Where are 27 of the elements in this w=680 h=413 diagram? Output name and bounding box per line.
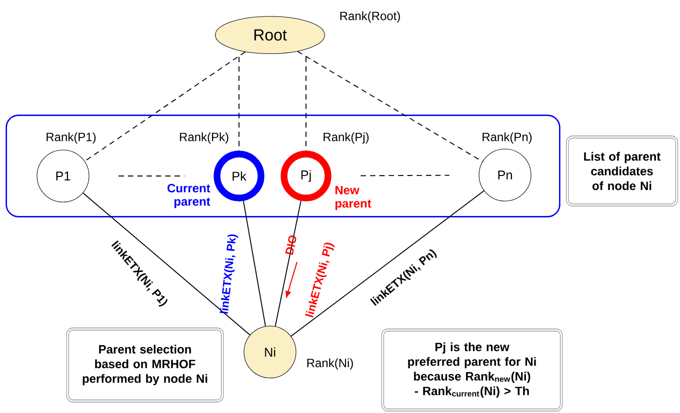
note-box: Parent selection based on MRHOF performed by node Ni bbox=[66, 328, 224, 402]
edge-label: linkETX(Ni, Pk) bbox=[220, 234, 238, 314]
rank-label: Rank(Pk) bbox=[180, 132, 228, 144]
connector bbox=[82, 192, 250, 336]
node-caption: Current parent bbox=[168, 184, 210, 208]
rank-label: Rank(Pn) bbox=[482, 132, 532, 144]
circle-node: P1 bbox=[36, 150, 90, 202]
note-box: List of parent candidates of node Ni bbox=[566, 136, 678, 206]
circle-node: Ni bbox=[244, 326, 296, 378]
ring-node: Pk bbox=[214, 150, 264, 202]
connector bbox=[290, 190, 484, 337]
rank-label: Rank(Pj) bbox=[324, 132, 369, 144]
node-caption: New parent bbox=[335, 186, 372, 210]
rank-label: Rank(Ni) bbox=[307, 358, 353, 370]
group-band bbox=[6, 114, 560, 218]
connector bbox=[274, 200, 302, 327]
note-box: Pj is the new preferred parent for Ni because Rank$_{new}$(Ni) - Rank$_{current}$(Ni) > Th bbox=[381, 328, 563, 412]
circle-node: Pn bbox=[478, 148, 532, 202]
arrow-label: DIO bbox=[285, 235, 296, 255]
rank-label: Rank(P1) bbox=[46, 132, 96, 144]
rank-label: Rank(Root) bbox=[340, 11, 400, 23]
connector bbox=[297, 50, 483, 162]
ellipse-node: Root bbox=[215, 16, 325, 54]
connector bbox=[84, 51, 246, 162]
connector bbox=[242, 200, 266, 327]
ring-node: Pj bbox=[280, 150, 332, 202]
connector bbox=[360, 174, 450, 176]
